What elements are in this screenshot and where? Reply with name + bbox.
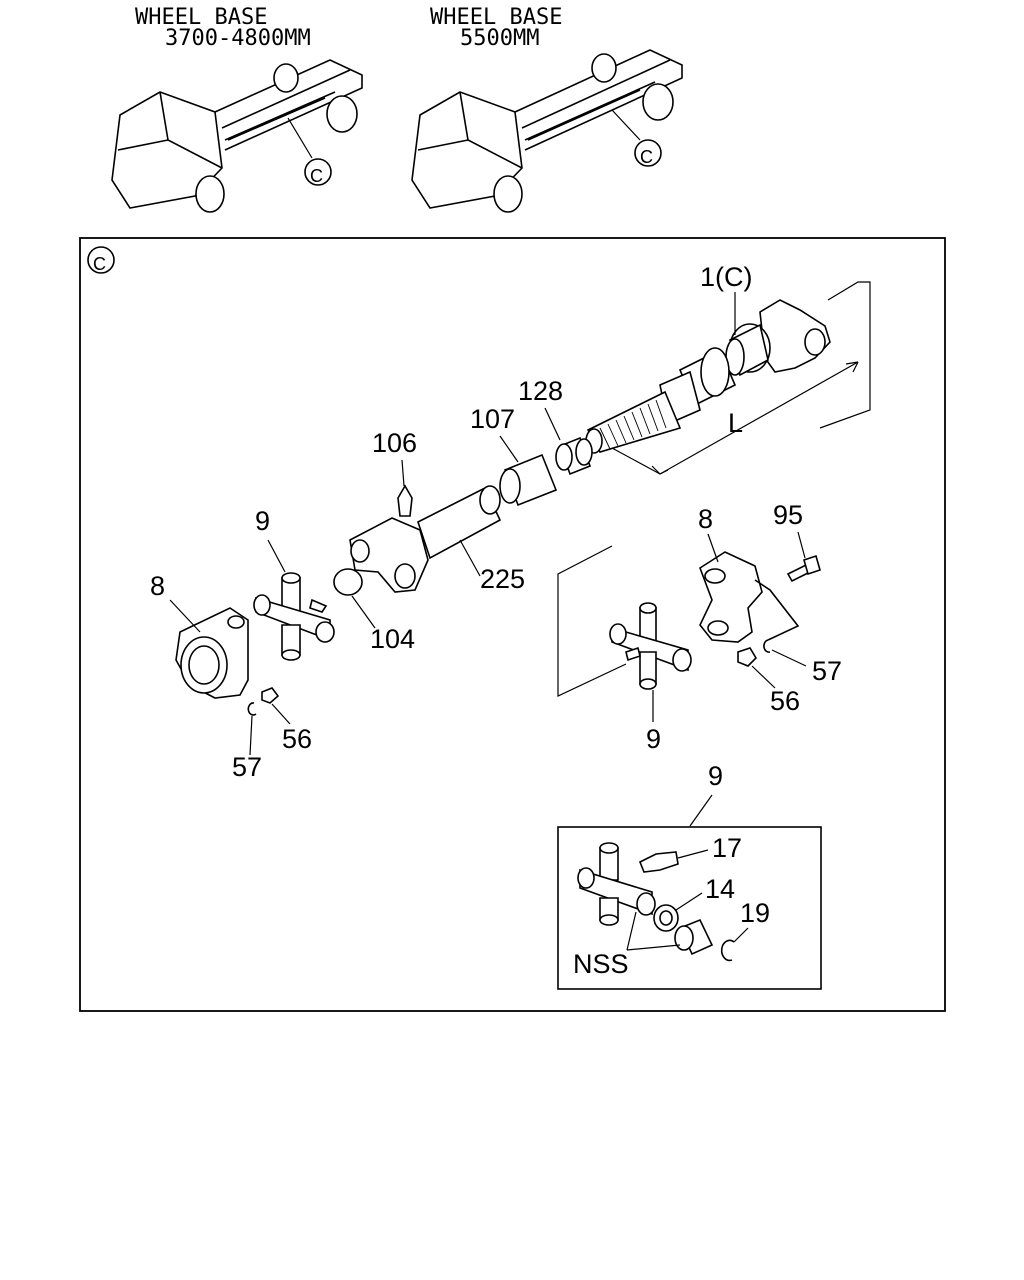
label-L: L <box>728 408 743 438</box>
label-9-detail: 9 <box>708 761 723 791</box>
part-107-sleeve: 107 <box>470 404 558 507</box>
label-19: 19 <box>740 898 770 928</box>
snap-ring-19 <box>720 939 735 962</box>
seal-14 <box>653 904 679 932</box>
label-8-right: 8 <box>698 504 713 534</box>
universal-joint-spider-left: 9 <box>253 506 335 661</box>
slip-yoke-assembly: 1(C) <box>585 262 831 454</box>
front-wheel-2 <box>493 175 523 213</box>
label-9-right: 9 <box>646 724 661 754</box>
tube-yoke-225: 106 225 <box>349 428 525 594</box>
front-wheel-1 <box>195 175 225 213</box>
nut-56-left <box>261 687 280 704</box>
label-104: 104 <box>370 624 415 654</box>
label-1c: 1(C) <box>700 262 753 292</box>
washer-57-right <box>763 639 771 653</box>
label-56-right: 56 <box>770 686 800 716</box>
label-9-left: 9 <box>255 506 270 536</box>
grease-fitting-106 <box>397 484 413 517</box>
label-57-left: 57 <box>232 752 262 782</box>
propeller-shaft-2 <box>527 89 641 141</box>
length-dimension: L <box>611 281 871 475</box>
truck-view-long: WHEEL BASE 5500MM C <box>411 5 683 213</box>
label-nss: NSS <box>573 949 629 979</box>
view-c-marker-main <box>87 246 115 274</box>
label-95: 95 <box>773 500 803 530</box>
label-8-left: 8 <box>150 571 165 601</box>
label-225: 225 <box>480 564 525 594</box>
detail-view-frame <box>79 237 946 1012</box>
flange-yoke-left: 8 <box>150 571 249 699</box>
part-128-seal: 128 <box>518 376 593 476</box>
view-c-marker-1 <box>304 158 332 186</box>
wheelbase-range-2: 5500MM <box>460 26 539 51</box>
propeller-shaft-1 <box>227 97 326 141</box>
label-128: 128 <box>518 376 563 406</box>
view-c-letter-main: C <box>93 254 106 274</box>
label-56-left: 56 <box>282 724 312 754</box>
universal-joint-spider-right: 9 <box>609 602 692 754</box>
truck-view-short: WHEEL BASE 3700-4800MM C <box>111 5 363 213</box>
label-17: 17 <box>712 833 742 863</box>
flange-yoke-right: 8 <box>698 504 800 643</box>
rear-wheel-1 <box>326 95 358 133</box>
wheelbase-range-1: 3700-4800MM <box>165 26 311 51</box>
nut-washer-right: 57 56 <box>737 639 842 716</box>
washer-57-left <box>247 702 257 716</box>
wheelbase-title-2: WHEEL BASE <box>430 5 562 30</box>
nut-washer-left: 56 57 <box>232 687 312 782</box>
wheelbase-title-1: WHEEL BASE <box>135 5 267 30</box>
view-c-letter-1: C <box>310 166 323 186</box>
view-c-letter-2: C <box>640 147 653 167</box>
view-c-marker-2 <box>634 139 662 167</box>
bolt-95: 95 <box>773 500 821 583</box>
nut-56-right <box>737 647 758 667</box>
label-14: 14 <box>705 874 735 904</box>
grease-nipple-17 <box>638 851 679 873</box>
part-104-plug: 104 <box>333 568 415 654</box>
rear-wheel-2 <box>642 83 674 121</box>
spider-detail-frame <box>557 826 822 990</box>
right-section-bracket <box>557 545 627 697</box>
label-106: 106 <box>372 428 417 458</box>
label-107: 107 <box>470 404 515 434</box>
label-57-right: 57 <box>812 656 842 686</box>
spider-detail: 17 14 19 NSS <box>573 833 770 979</box>
